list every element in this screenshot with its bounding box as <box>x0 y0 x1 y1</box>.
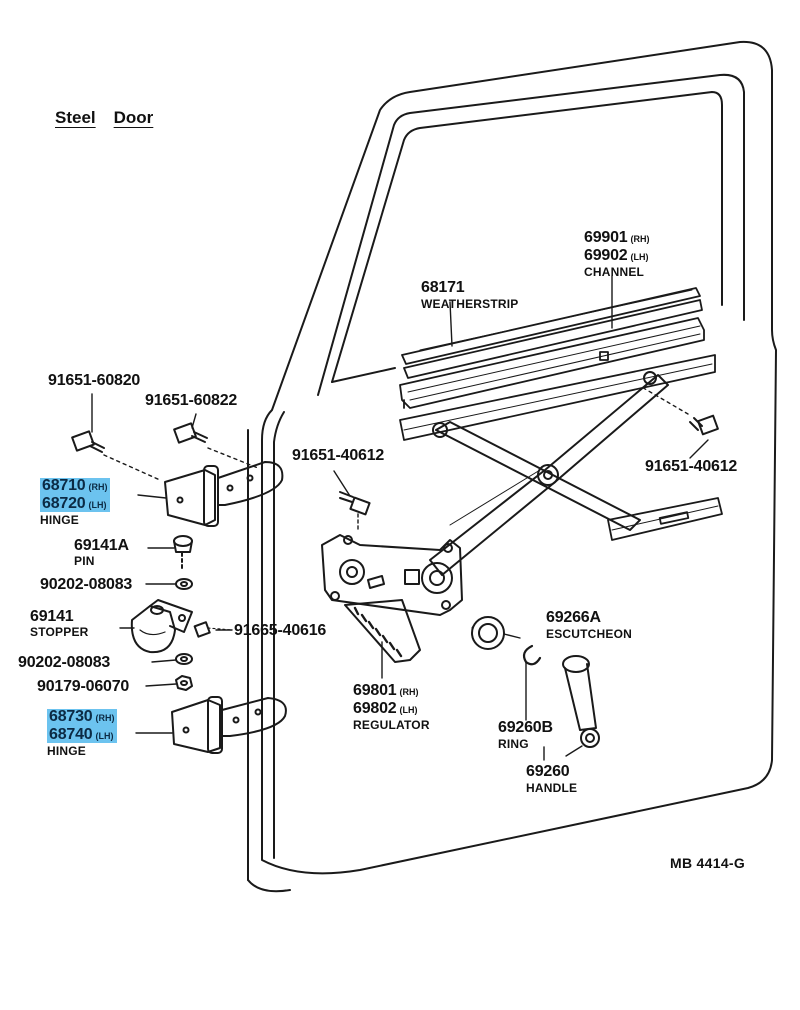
stopper-drawing <box>130 599 193 654</box>
part-number-69260b: 69260B <box>498 719 553 736</box>
regulator-plate-drawing <box>321 534 463 616</box>
regulator-side-lh: (LH) <box>399 705 418 715</box>
escutcheon-name: ESCUTCHEON <box>546 627 633 641</box>
escutcheon-label: 69266A ESCUTCHEON <box>546 609 633 641</box>
regulator-side-rh: (RH) <box>399 687 419 697</box>
weatherstrip-label: 68171 WEATHERSTRIP <box>421 279 519 311</box>
lower-hinge-drawing <box>171 696 287 754</box>
hinge-bolts-drawing <box>71 422 259 481</box>
weatherstrip-drawing <box>401 287 703 379</box>
part-number-69801: 69801 <box>353 682 397 699</box>
label-90179-06070: 90179-06070 <box>37 678 130 695</box>
regulator-name: REGULATOR <box>353 718 430 732</box>
part-number-69141: 69141 <box>30 608 74 625</box>
channel-name: CHANNEL <box>584 265 645 279</box>
part-number-69802: 69802 <box>353 700 397 717</box>
channel-drawing <box>399 317 705 409</box>
channel-label: 69901(RH) 69902(LH) CHANNEL <box>584 229 650 279</box>
handle-name: HANDLE <box>526 781 578 795</box>
label-91651-60822: 91651-60822 <box>145 392 238 409</box>
upper-hinge-highlight: 68710(RH) 68720(LH) <box>40 478 110 512</box>
window-frame <box>317 73 745 396</box>
lower-rail-drawing <box>399 354 723 541</box>
part-number-69141a: 69141A <box>74 537 129 554</box>
title-word-door: Door <box>113 108 154 127</box>
part-number-69901: 69901 <box>584 229 628 246</box>
rail-bolt-drawing <box>639 385 719 436</box>
upper-hinge-name: HINGE <box>40 513 80 527</box>
handle-drawing <box>562 655 600 748</box>
side-tag-rh: (RH) <box>88 482 108 492</box>
channel-side-rh: (RH) <box>630 234 650 244</box>
part-number-68730: 68730 <box>49 708 93 725</box>
part-number-68740: 68740 <box>49 726 93 743</box>
part-number-69260: 69260 <box>526 763 570 780</box>
stopper-label: 69141 STOPPER <box>30 608 89 639</box>
label-91651-40612-left: 91651-40612 <box>292 447 385 464</box>
label-90202-08083-b: 90202-08083 <box>18 654 111 671</box>
label-91651-60820: 91651-60820 <box>48 372 141 389</box>
label-91651-40612-right: 91651-40612 <box>645 458 738 475</box>
label-91665-40616: 91665-40616 <box>234 622 327 639</box>
part-number-69902: 69902 <box>584 247 628 264</box>
part-number-68171: 68171 <box>421 279 465 296</box>
pin-name: PIN <box>74 554 95 568</box>
side-tag-lh: (LH) <box>88 500 107 510</box>
part-number-68710: 68710 <box>42 477 86 494</box>
pin-label: 69141A PIN <box>74 537 129 568</box>
nut-drawing <box>175 675 193 691</box>
escutcheon-drawing <box>471 616 505 650</box>
part-number-68720: 68720 <box>42 495 86 512</box>
side-tag-rh-lower: (RH) <box>95 713 115 723</box>
pin-drawing <box>173 535 193 571</box>
stopper-name: STOPPER <box>30 625 89 639</box>
part-number-69266a: 69266A <box>546 609 601 626</box>
sector-gear-drawing <box>344 599 421 663</box>
ring-label: 69260B RING <box>498 719 553 751</box>
washer-drawing-b <box>175 653 193 665</box>
upper-hinge-drawing <box>164 461 284 527</box>
lower-hinge-highlight: 68730(RH) 68740(LH) <box>47 709 117 743</box>
washer-drawing-a <box>175 578 193 590</box>
regulator-label: 69801(RH) 69802(LH) REGULATOR <box>353 682 430 732</box>
weatherstrip-name: WEATHERSTRIP <box>421 297 519 311</box>
label-90202-08083-a: 90202-08083 <box>40 576 133 593</box>
page-title: Steel Door <box>55 109 153 126</box>
door-outline <box>247 40 777 893</box>
ring-name: RING <box>498 737 529 751</box>
leader-lines <box>91 275 709 761</box>
side-tag-lh-lower: (LH) <box>95 731 114 741</box>
channel-side-lh: (LH) <box>630 252 649 262</box>
regulator-bolt-drawing <box>339 491 371 533</box>
lower-hinge-name: HINGE <box>47 744 87 758</box>
lower-hinge-label: 68730(RH) 68740(LH) HINGE <box>47 709 117 757</box>
regulator-arms-drawing <box>429 371 669 576</box>
title-word-steel: Steel <box>55 108 96 127</box>
upper-hinge-label: 68710(RH) 68720(LH) HINGE <box>40 478 110 526</box>
diagram-code: MB 4414-G <box>670 855 746 871</box>
handle-label: 69260 HANDLE <box>526 763 578 795</box>
